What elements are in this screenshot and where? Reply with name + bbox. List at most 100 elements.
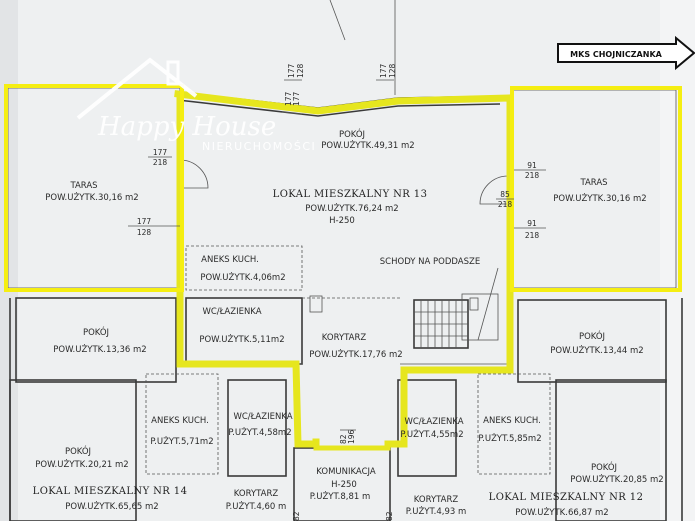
direction-sign: MKS CHOJNICZANKA — [557, 35, 695, 71]
sign-label: MKS CHOJNICZANKA — [570, 50, 662, 59]
room-name: TARAS — [579, 178, 607, 188]
unit-area: POW.UŻYTK.66,87 m2 — [515, 507, 608, 518]
dim-width: 82 — [339, 434, 348, 444]
room-area: POW.UŻYTK.5,11m2 — [199, 334, 284, 345]
room-area: P.UŻYT.4,58m2 — [228, 427, 291, 438]
room-area: P.UŻYT.4,55m2 — [400, 429, 463, 440]
dim-height: 128 — [137, 228, 152, 237]
room-aneks-center: ANEKS KUCH. POW.UŻYTK.4,06m2 — [200, 255, 285, 283]
unit-area: POW.UŻYTK.65,65 m2 — [65, 501, 158, 512]
room-area: POW.UŻYTK.13,36 m2 — [53, 344, 146, 355]
room-pokoj-bottom-left: POKÓJ POW.UŻYTK.20,21 m2 — [35, 445, 128, 470]
dim-right-a: 91 218 — [514, 161, 546, 180]
room-area: POW.UŻYTK.20,85 m2 — [570, 474, 663, 485]
room-name: KOMUNIKACJA — [316, 467, 376, 477]
stairs-label: SCHODY NA PODDASZE — [380, 257, 480, 267]
room-taras-left: TARAS POW.UŻYTK.30,16 m2 — [45, 181, 138, 203]
room-korytarz-left: KORYTARZ P.UŻYT.4,60 m — [226, 489, 287, 512]
room-name: POKÓJ — [579, 330, 605, 342]
room-area: P.UŻYT.4,60 m — [226, 501, 287, 512]
room-name: ANEKS KUCH. — [483, 416, 541, 426]
dim-width: 177 — [153, 148, 168, 157]
unit-12-label: LOKAL MIESZKALNY NR 12 POW.UŻYTK.66,87 m… — [489, 492, 644, 518]
unit-14-label: LOKAL MIESZKALNY NR 14 POW.UŻYTK.65,65 m… — [33, 486, 188, 512]
room-wc-left: WC/ŁAZIENKA P.UŻYT.4,58m2 — [228, 412, 292, 438]
room-name: ANEKS KUCH. — [201, 255, 259, 265]
room-name: POKÓJ — [339, 128, 365, 140]
room-pokoj-right: POKÓJ POW.UŻYTK.13,44 m2 — [550, 330, 643, 356]
room-name: POKÓJ — [65, 445, 91, 457]
unit-13-label: LOKAL MIESZKALNY NR 13 POW.UŻYTK.76,24 m… — [273, 189, 428, 226]
unit-name: LOKAL MIESZKALNY NR 13 — [273, 189, 428, 200]
logo-tagline: NIERUCHOMOŚCI — [202, 140, 316, 153]
room-aneks-left: ANEKS KUCH. P.UŻYT.5,71m2 — [150, 416, 213, 447]
dim-width: 177 — [287, 63, 296, 78]
room-name: POKÓJ — [591, 461, 617, 473]
dim-width: 91 — [527, 161, 537, 170]
dim-bottom-b: 82 — [385, 511, 394, 521]
dim-corridor: 82 196 — [339, 429, 356, 444]
house-roof-icon — [76, 57, 198, 120]
chimney-icon — [166, 60, 180, 86]
room-komunikacja: KOMUNIKACJA H-250 P.UŻYT.8,81 m — [310, 467, 376, 502]
dim-height: 218 — [498, 200, 513, 209]
dim-win-right-upper: 177 177 — [281, 91, 303, 115]
room-name: WC/ŁAZIENKA — [233, 412, 292, 422]
dim-win-top-left: 177 128 — [284, 63, 305, 81]
unit-height: H-250 — [329, 216, 355, 226]
arrow-right-icon — [557, 35, 695, 71]
room-area: POW.UŻYTK.13,44 m2 — [550, 345, 643, 356]
room-name: ANEKS KUCH. — [151, 416, 209, 426]
dim-win-top-mid: 177 128 — [376, 63, 397, 81]
room-korytarz-center: KORYTARZ POW.UŻYTK.17,76 m2 — [309, 333, 402, 360]
room-pokoj-bottom-right: POKÓJ POW.UŻYTK.20,85 m2 — [570, 461, 663, 485]
taras-left-highlight — [4, 84, 184, 292]
room-area: POW.UŻYTK.4,06m2 — [200, 272, 285, 283]
room-korytarz-right: KORYTARZ P.UŻYT.4,93 m — [406, 495, 467, 517]
room-name: KORYTARZ — [234, 489, 279, 499]
room-pokoj-center: POKÓJ POW.UŻYTK.49,31 m2 — [321, 128, 414, 151]
dim-door-taras-left: 177 218 — [148, 148, 172, 167]
dim-height: 196 — [347, 429, 356, 444]
room-area: POW.UŻYTK.49,31 m2 — [321, 140, 414, 151]
dim-height: 218 — [525, 171, 540, 180]
unit-area: POW.UŻYTK.76,24 m2 — [305, 203, 398, 214]
room-pokoj-left: POKÓJ POW.UŻYTK.13,36 m2 — [53, 326, 146, 355]
room-aneks-right: ANEKS KUCH. P.UŻYT.5,85m2 — [478, 416, 541, 444]
dim-height: 128 — [296, 63, 305, 78]
room-name: POKÓJ — [83, 326, 109, 338]
room-name: WC/ŁAZIENKA — [202, 307, 261, 317]
room-name: WC/ŁAZIENKA — [404, 417, 463, 427]
watermark-logo: Happy House NIERUCHOMOŚCI — [76, 57, 316, 153]
fold-line — [329, 0, 346, 41]
paper-fold-left — [0, 0, 18, 521]
dim-height: 128 — [388, 63, 397, 78]
logo-name: Happy House — [97, 112, 276, 142]
room-area: P.UŻYT.8,81 m — [310, 491, 371, 502]
room-height: H-250 — [331, 480, 357, 490]
room-area: POW.UŻYTK.20,21 m2 — [35, 459, 128, 470]
dim-right-c: 91 218 — [514, 219, 546, 240]
dim-width: 85 — [500, 190, 510, 199]
room-wc-center: WC/ŁAZIENKA POW.UŻYTK.5,11m2 — [199, 307, 284, 345]
room-area: POW.UŻYTK.30,16 m2 — [553, 193, 646, 204]
room-taras-right: TARAS POW.UŻYTK.30,16 m2 — [553, 178, 646, 204]
room-name: KORYTARZ — [414, 495, 459, 505]
dim-width: 177 — [284, 91, 293, 106]
door-swing-left — [179, 159, 209, 189]
room-area: P.UŻYT.4,93 m — [406, 506, 467, 517]
room-name: TARAS — [69, 181, 97, 191]
dim-right-b: 85 218 — [496, 190, 514, 209]
room-area: POW.UŻYTK.30,16 m2 — [45, 192, 138, 203]
unit-name: LOKAL MIESZKALNY NR 14 — [33, 486, 188, 497]
room-area: P.UŻYT.5,71m2 — [150, 436, 213, 447]
unit-name: LOKAL MIESZKALNY NR 12 — [489, 492, 644, 503]
dim-width: 91 — [527, 219, 537, 228]
dim-win-taras-left: 177 128 — [128, 217, 180, 237]
room-area: POW.UŻYTK.17,76 m2 — [309, 349, 402, 360]
taras-right-highlight — [510, 86, 682, 292]
room-area: P.UŻYT.5,85m2 — [478, 433, 541, 444]
room-name: KORYTARZ — [322, 333, 367, 343]
room-wc-right: WC/ŁAZIENKA P.UŻYT.4,55m2 — [400, 417, 463, 440]
